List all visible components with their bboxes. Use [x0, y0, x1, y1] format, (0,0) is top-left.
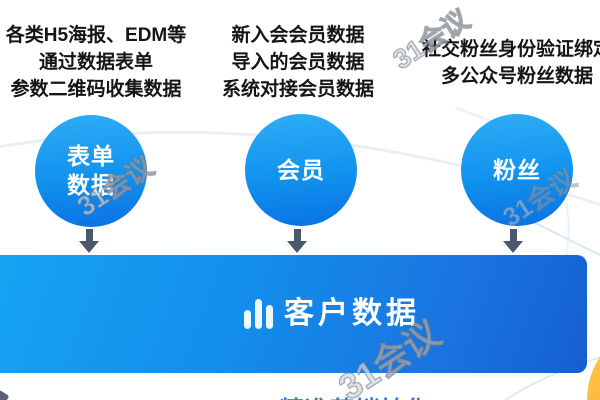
down-arrow-3 [503, 229, 523, 253]
node-fans: 粉丝 [461, 114, 573, 226]
source-desc-members: 新入会会员数据 导入的会员数据 系统对接会员数据 [221, 25, 374, 100]
node-members: 会员 [245, 114, 357, 226]
down-arrow-1 [79, 229, 99, 253]
node-members-label: 会员 [277, 156, 325, 183]
bar-chart-icon [244, 299, 273, 329]
node-form-data-label: 表单 数据 [67, 143, 115, 198]
customer-data-label: 客户数据 [284, 297, 420, 330]
customer-data-panel-content: 客户数据 [244, 285, 420, 330]
node-fans-label: 粉丝 [493, 156, 541, 183]
source-desc-forms: 各类H5海报、EDM等 通过数据表单 参数二维码收集数据 [5, 25, 187, 100]
next-step-label: 精准营销转化 [280, 390, 480, 400]
node-form-data: 表单 数据 [35, 115, 147, 227]
source-desc-fans: 社交粉丝身份验证绑定 多公众号粉丝数据 [421, 39, 600, 87]
customer-data-panel [0, 255, 587, 373]
down-arrow-2 [287, 229, 307, 253]
